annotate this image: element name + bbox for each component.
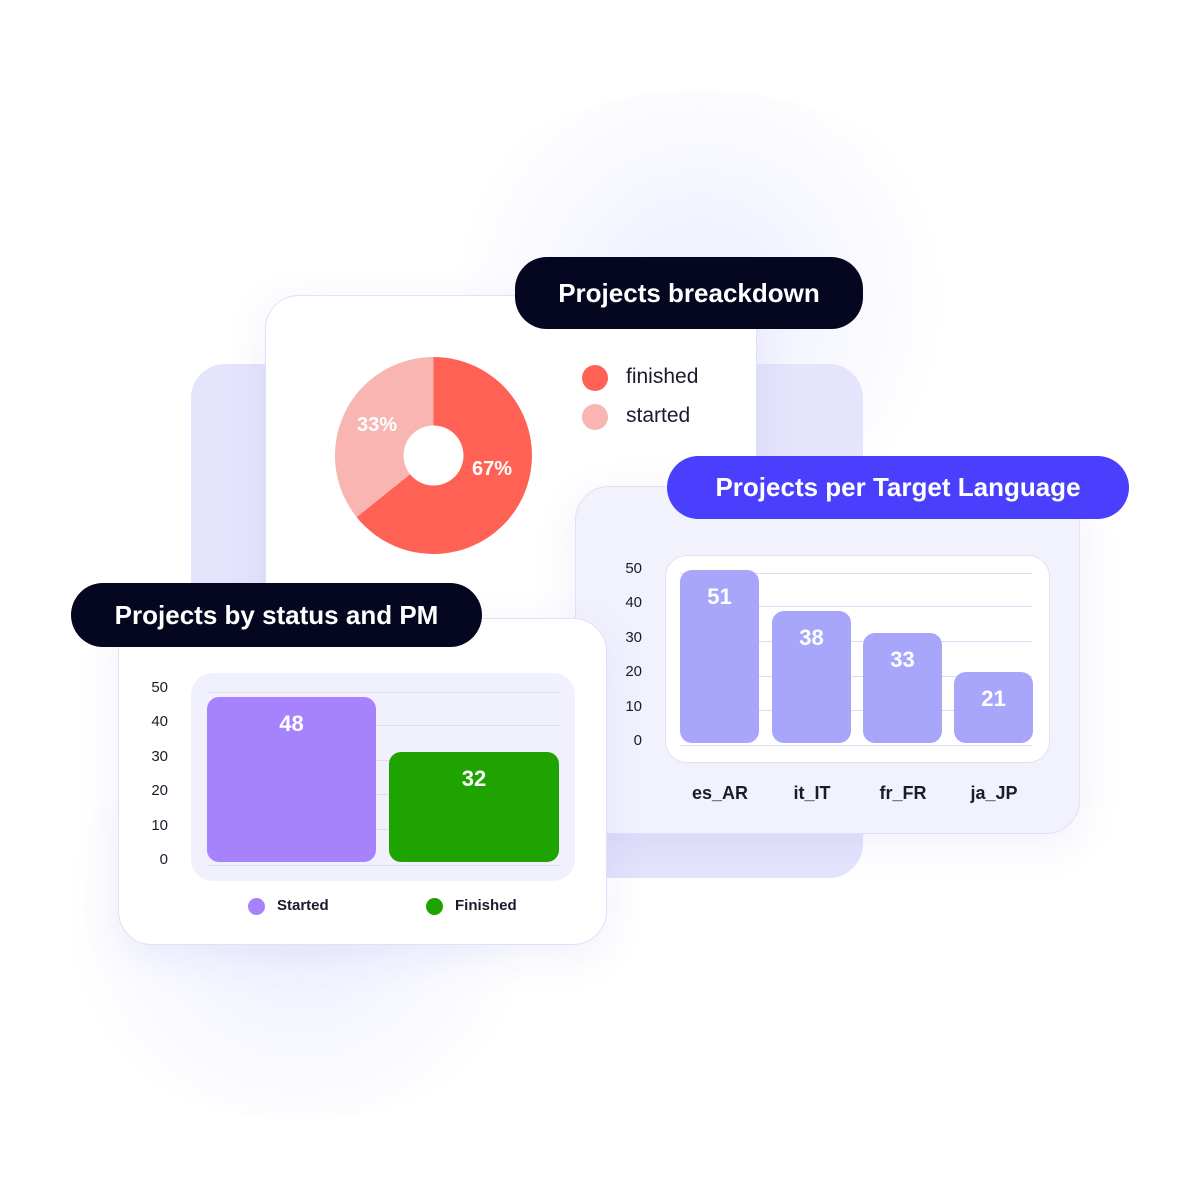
donut-chart xyxy=(334,357,532,554)
pie-card-title: Projects breackdown xyxy=(515,257,863,329)
legend-finished-label: finished xyxy=(626,365,699,388)
y-tick: 0 xyxy=(633,732,642,749)
gridline xyxy=(680,641,1032,642)
x-label: ja_JP xyxy=(970,783,1018,803)
gridline xyxy=(680,606,1032,607)
y-tick: 40 xyxy=(151,713,168,730)
slice-started xyxy=(334,357,434,518)
status-card-title: Projects by status and PM xyxy=(71,583,482,647)
slice-label-finished: 67% xyxy=(472,458,513,480)
legend-finished-label: Finished xyxy=(455,897,517,914)
slice-label-started: 33% xyxy=(357,414,398,436)
gridline xyxy=(680,573,1032,574)
x-label: it_IT xyxy=(793,783,831,803)
y-tick: 10 xyxy=(151,817,168,834)
bar-es-AR: 51 xyxy=(680,570,759,743)
y-tick: 20 xyxy=(625,663,642,680)
y-tick: 30 xyxy=(151,748,168,765)
legend-started-dot xyxy=(582,404,608,430)
gridline xyxy=(207,794,559,795)
gridline xyxy=(207,829,559,830)
gridline xyxy=(207,725,559,726)
bar-started: 48 xyxy=(207,697,376,862)
y-tick: 20 xyxy=(151,782,168,799)
legend-finished-dot xyxy=(426,898,443,915)
gridline xyxy=(207,692,559,693)
gridline xyxy=(207,760,559,761)
y-tick: 40 xyxy=(625,594,642,611)
language-card-title: Projects per Target Language xyxy=(667,456,1129,519)
y-tick: 0 xyxy=(159,851,168,868)
y-tick: 10 xyxy=(625,698,642,715)
legend-started-label: started xyxy=(626,404,691,427)
x-label: es_AR xyxy=(691,783,749,803)
gridline xyxy=(680,676,1032,677)
gridline xyxy=(680,745,1032,746)
bar-ja-JP: 21 xyxy=(954,672,1033,743)
gridline xyxy=(680,710,1032,711)
legend-finished-dot xyxy=(582,365,608,391)
bar-fr-FR: 33 xyxy=(863,633,942,743)
legend-started-label: Started xyxy=(277,897,329,914)
gridline xyxy=(207,865,559,866)
y-tick: 50 xyxy=(151,679,168,696)
bar-it-IT: 38 xyxy=(772,611,851,743)
y-tick: 30 xyxy=(625,629,642,646)
legend-started-dot xyxy=(248,898,265,915)
bar-finished: 32 xyxy=(389,752,559,862)
y-tick: 50 xyxy=(625,560,642,577)
x-label: fr_FR xyxy=(879,783,927,803)
